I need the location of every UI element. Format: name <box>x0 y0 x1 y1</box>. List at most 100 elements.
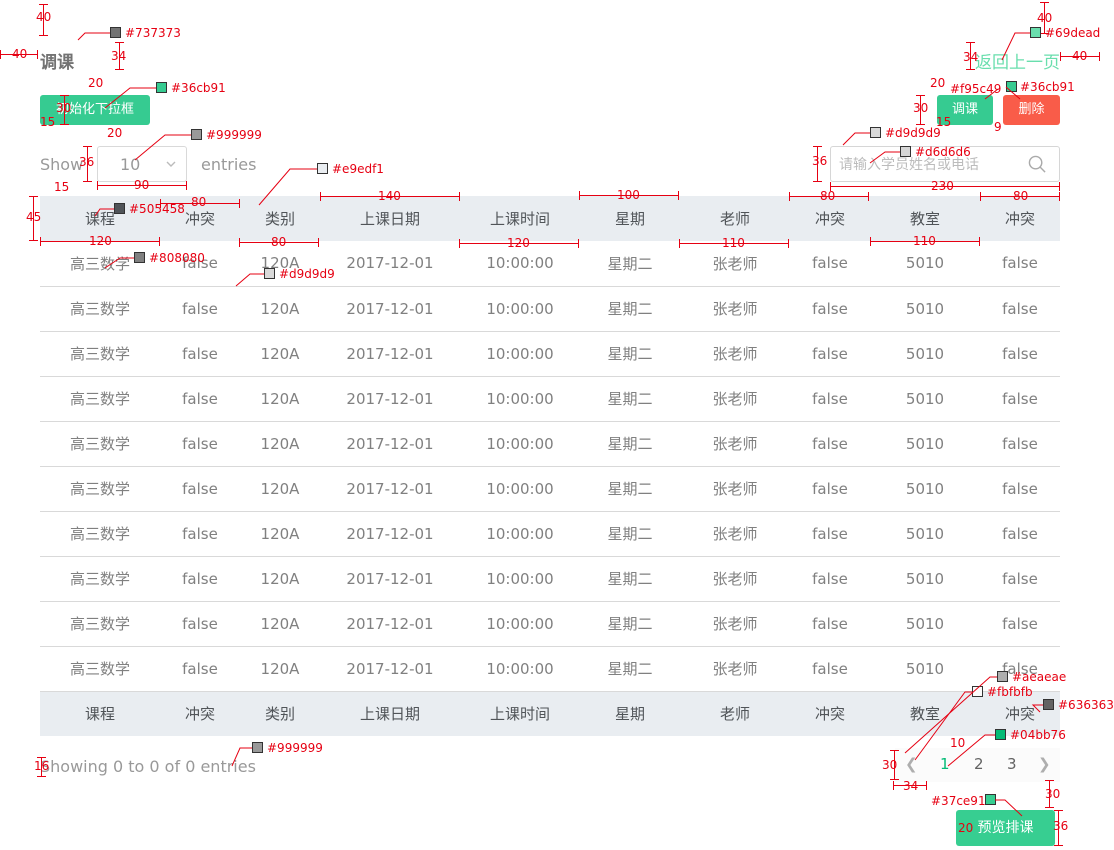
table-cell: false <box>160 511 240 557</box>
table-cell: 5010 <box>870 466 980 512</box>
table-cell: 高三数学 <box>69 660 130 678</box>
measure-line <box>1040 2 1049 34</box>
column-footer: 冲突 <box>980 690 1060 736</box>
measure-label: 20 <box>88 76 104 90</box>
color-swatch <box>156 82 167 93</box>
color-tag: #37ce91 <box>931 794 986 808</box>
measure-label: 36 <box>1053 819 1069 833</box>
color-tag: #f95c49 <box>950 82 1002 96</box>
table-cell: 120A <box>240 556 320 602</box>
table-cell: 10:00:00 <box>460 511 580 557</box>
table-cell: 张老师 <box>680 376 790 422</box>
prev-page-icon[interactable]: ❮ <box>905 755 918 773</box>
table-cell: 高三数学 <box>40 331 160 377</box>
table-cell: 2017-12-01 <box>320 556 460 602</box>
color-tag: #999999 <box>206 128 262 142</box>
column-header[interactable]: 类别 <box>240 196 320 241</box>
table-cell: false <box>980 376 1060 422</box>
table-cell: 高三数学 <box>40 601 160 647</box>
table-cell: 120A <box>260 659 300 678</box>
table-cell: 星期二 <box>580 556 680 602</box>
table-cell: 张老师 <box>680 556 790 602</box>
adjust-course-button[interactable]: 调课 <box>937 95 993 125</box>
color-swatch <box>191 129 202 140</box>
table-cell: 星期二 <box>580 421 680 467</box>
table-cell: 星期二 <box>580 511 680 557</box>
table-cell: 高三数学 <box>40 466 160 512</box>
table-cell: false <box>160 241 240 287</box>
column-header[interactable]: 课程 <box>40 196 160 241</box>
table-cell: false <box>790 376 870 422</box>
table-cell: 张老师 <box>680 466 790 512</box>
column-footer: 冲突 <box>790 690 870 736</box>
column-header[interactable]: 上课时间 <box>460 196 580 241</box>
color-tag: #69dead <box>1045 26 1101 40</box>
table-cell: 2017-12-01 <box>320 331 460 377</box>
search-input[interactable] <box>839 154 1029 176</box>
measure-label: 40 <box>12 47 28 61</box>
table-cell: false <box>812 659 848 678</box>
table-cell: false <box>1002 659 1038 678</box>
table-cell: 星期二 <box>580 376 680 422</box>
column-header[interactable]: 星期 <box>580 196 680 241</box>
column-footer: 课程 <box>40 690 160 736</box>
table-cell: false <box>790 331 870 377</box>
table-cell: false <box>980 511 1060 557</box>
column-header[interactable]: 上课日期 <box>320 196 460 241</box>
column-header[interactable]: 冲突 <box>790 196 870 241</box>
page-button-1[interactable]: 1 <box>940 755 950 773</box>
table-header-row: 课程冲突类别上课日期上课时间星期老师冲突教室冲突 <box>40 196 1060 241</box>
table-cell: false <box>182 659 218 678</box>
color-tag: #737373 <box>125 26 181 40</box>
init-dropdown-button[interactable]: 初始化下拉框 <box>40 95 150 125</box>
measure-line <box>0 50 38 59</box>
page-button-2[interactable]: 2 <box>974 755 984 773</box>
color-swatch <box>317 163 328 174</box>
next-page-icon[interactable]: ❯ <box>1038 755 1051 773</box>
table-cell: 5010 <box>870 376 980 422</box>
page-size-select[interactable]: 10 <box>97 146 187 182</box>
table-cell: 2017-12-01 <box>320 466 460 512</box>
table-cell: 2017-12-01 <box>346 659 434 678</box>
back-link[interactable]: 返回上一页 <box>975 53 1060 73</box>
delete-button[interactable]: 删除 <box>1003 95 1060 125</box>
column-header[interactable]: 冲突 <box>160 196 240 241</box>
preview-schedule-button[interactable]: 预览排课 <box>956 810 1055 846</box>
color-tag: #d9d9d9 <box>885 126 941 140</box>
color-tag: #36cb91 <box>171 81 226 95</box>
search-icon[interactable] <box>1028 155 1047 174</box>
column-header[interactable]: 冲突 <box>980 196 1060 241</box>
table-info: Showing 0 to 0 of 0 entries <box>40 757 256 776</box>
pagination: ❮ 1 2 3 ❯ <box>895 748 1060 782</box>
measure-line <box>966 42 975 70</box>
table-cell: 高三数学 <box>40 241 160 287</box>
table-cell: 张老师 <box>680 241 790 287</box>
table-cell: 120A <box>240 376 320 422</box>
measure-line <box>1045 780 1054 808</box>
table-cell: false <box>980 331 1060 377</box>
measure-label: 45 <box>26 210 42 224</box>
table-cell: 5010 <box>905 659 945 678</box>
table-cell: false <box>160 376 240 422</box>
color-tag: #36cb91 <box>1020 80 1075 94</box>
column-footer: 星期 <box>580 690 680 736</box>
table-cell: 张老师 <box>680 286 790 332</box>
measure-label: 40 <box>1072 49 1088 63</box>
search-box[interactable] <box>830 146 1060 182</box>
column-header[interactable]: 老师 <box>680 196 790 241</box>
column-header[interactable]: 教室 <box>870 196 980 241</box>
table-cell: 星期二 <box>580 286 680 332</box>
table-cell: 星期二 <box>607 660 653 678</box>
page-button-3[interactable]: 3 <box>1007 755 1017 773</box>
measure-line <box>893 781 927 790</box>
